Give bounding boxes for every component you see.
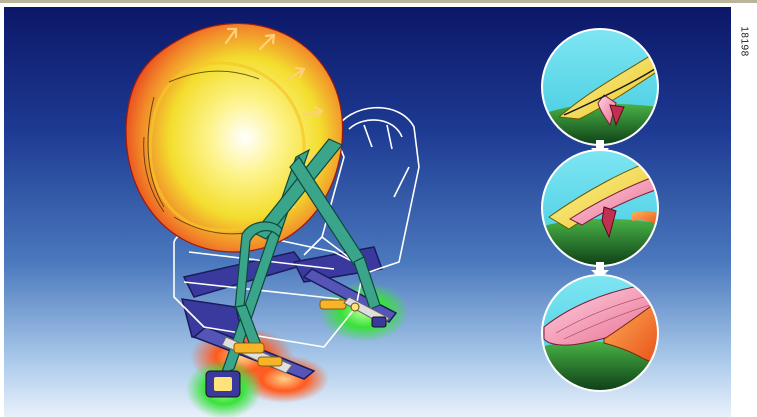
illustration-panel [4, 7, 731, 417]
sequence-step-1 [540, 27, 664, 147]
airbag [126, 23, 343, 252]
sequence-step-2 [540, 148, 664, 268]
reference-code: 18198 [733, 17, 755, 65]
reference-code-text: 18198 [739, 26, 750, 56]
airbag-seatbelt-illustration [4, 7, 731, 417]
sequence-step-3 [540, 273, 664, 393]
